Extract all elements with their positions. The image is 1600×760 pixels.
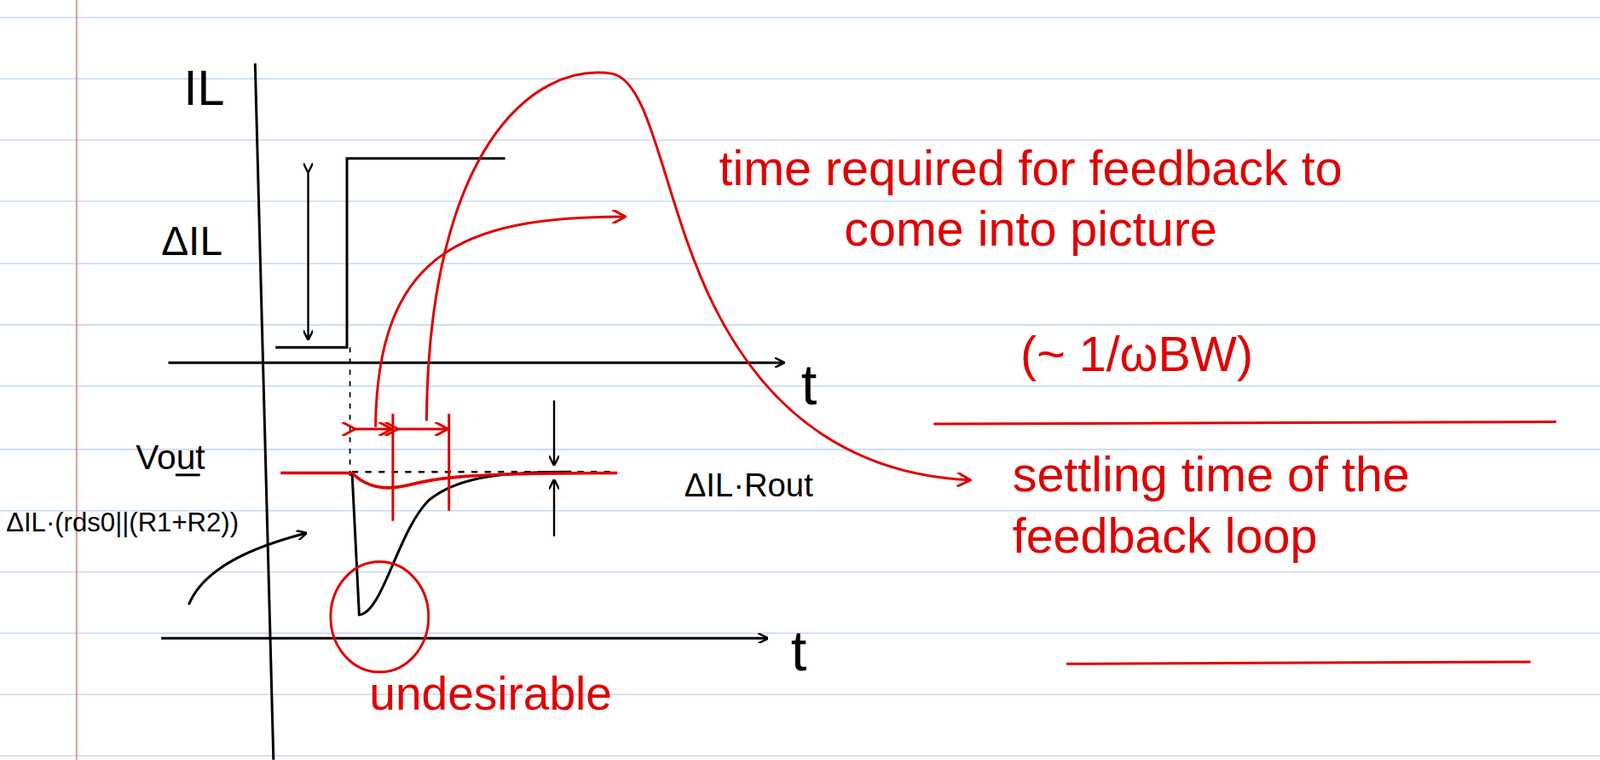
note-text: time required for feedback to come into … (663, 138, 1398, 261)
axes (161, 63, 784, 759)
step-height-arrow (306, 171, 309, 339)
ruled-lines (0, 17, 1600, 756)
note-text: settling time of the feedback loop (1012, 444, 1595, 567)
axis-label: Vout (135, 436, 205, 479)
offset-formula: ΔIL·Rout (681, 465, 816, 505)
axis-label: t (791, 616, 808, 685)
open-loop-response (352, 471, 572, 615)
timing-marks (330, 72, 1557, 672)
offset-arrows (553, 399, 555, 536)
drop-formula: ΔIL·(rds0||(R1+R2)) (5, 506, 239, 538)
time-marker (349, 346, 352, 480)
step-label: ΔIL (161, 216, 223, 266)
axis-label: IL (183, 58, 225, 118)
note-text: undesirable (369, 664, 613, 722)
margin-line (75, 0, 78, 760)
leader-arrow (188, 532, 307, 605)
axis-label: t (801, 350, 818, 419)
note-formula: (~ 1/ωBW) (1020, 324, 1254, 384)
load-step (275, 158, 505, 347)
